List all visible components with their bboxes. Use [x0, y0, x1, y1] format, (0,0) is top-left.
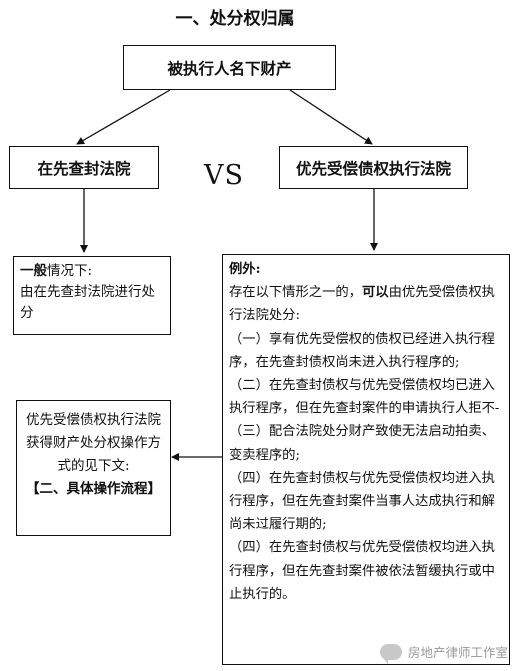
- general-heading: 一般: [20, 263, 47, 279]
- watermark: 房地产律师工作室: [379, 642, 508, 664]
- exception-intro-pre: 存在以下情形之一的，: [229, 285, 362, 301]
- top-box-label: 被执行人名下财产: [167, 58, 292, 78]
- exception-item: （一）享有优先受偿权的债权已经进入执行程序，在先查封债权尚未进入执行程序的;: [229, 331, 495, 370]
- exception-item: （四）在先查封债权与优先受偿债权均进入执行程序，但在先查封案件被依法暂缓执行或中…: [229, 540, 495, 602]
- exception-heading: 例外:: [229, 262, 261, 277]
- note-link-text: 【二、具体操作流程】: [26, 481, 161, 497]
- right-box: 优先受偿债权执行法院: [279, 146, 468, 189]
- arrow-top-to-left: [76, 89, 171, 145]
- note-box: 优先受偿债权执行法院获得财产处分权操作方式的见下文: 【二、具体操作流程】: [16, 400, 171, 536]
- left-box-label: 在先查封法院: [37, 158, 131, 178]
- vs-label: VS: [204, 160, 244, 191]
- general-heading-rest: 情况下:: [47, 263, 93, 279]
- exception-intro: 存在以下情形之一的，可以由优先受偿债权执行法院处分:: [229, 281, 503, 327]
- arrow-top-to-right: [289, 89, 373, 145]
- exception-item: （四）在先查封债权与优先受偿债权均进入执行程序，但在先查封案件当事人达成执行和解…: [229, 470, 495, 533]
- exception-intro-bold: 可以: [361, 285, 389, 301]
- page-title: 一、处分权归属: [175, 9, 295, 29]
- exception-item: （二）在先查封债权与优先受偿债权均已进入执行程序，但在先查封案件的申请执行人拒不…: [229, 378, 500, 417]
- left-box: 在先查封法院: [9, 146, 159, 189]
- general-body: 由在先查封法院进行处分: [20, 284, 155, 321]
- exception-box: 例外: 存在以下情形之一的，可以由优先受偿债权执行法院处分: （一）享有优先受偿…: [222, 254, 510, 665]
- exception-intro-post: 由优先受偿债权执行法院处分:: [229, 285, 495, 324]
- exception-item: （三）配合法院处分财产致使无法启动拍卖、变卖程序的;: [229, 424, 495, 463]
- general-box: 一般情况下: 由在先查封法院进行处分: [13, 256, 171, 335]
- top-box: 被执行人名下财产: [123, 45, 336, 90]
- note-text: 优先受偿债权执行法院获得财产处分权操作方式的见下文:: [26, 412, 161, 474]
- right-box-label: 优先受偿债权执行法院: [295, 158, 451, 178]
- watermark-text: 房地产律师工作室: [407, 645, 508, 660]
- chat-bubble-icon: [379, 643, 402, 664]
